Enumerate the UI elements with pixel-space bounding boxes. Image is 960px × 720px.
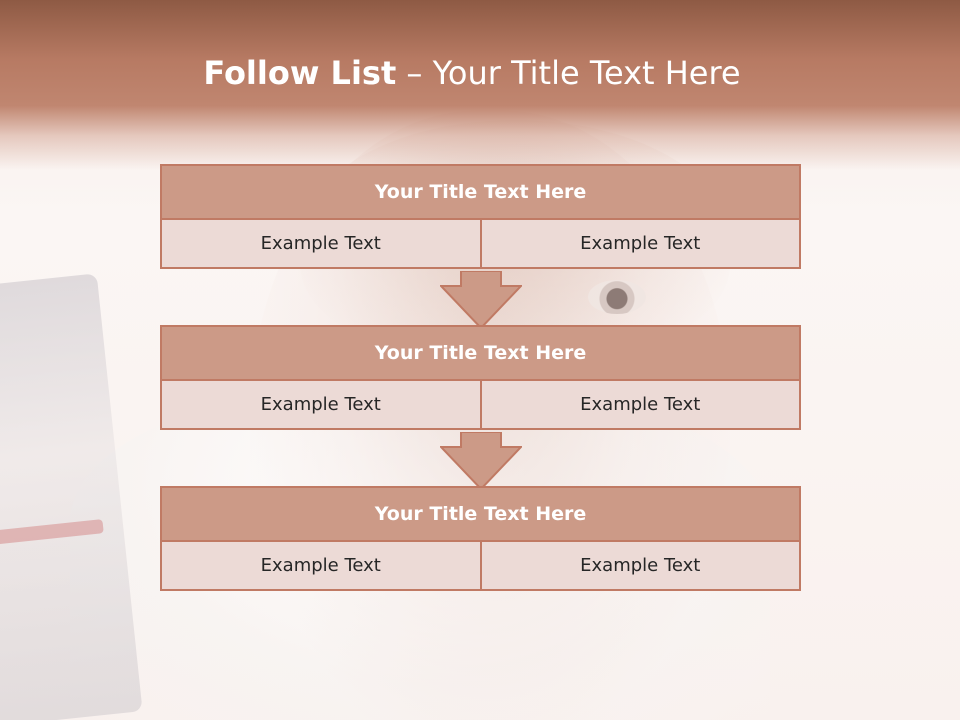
block-title: Your Title Text Here <box>160 486 801 542</box>
list-block-3: Your Title Text Here Example Text Exampl… <box>160 486 801 591</box>
block-cell-right: Example Text <box>481 381 801 430</box>
header-band <box>0 0 960 170</box>
slide-title-rest: Your Title Text Here <box>432 54 741 92</box>
block-cell-left: Example Text <box>160 381 482 430</box>
block-cell-right: Example Text <box>481 220 801 269</box>
list-block-1: Your Title Text Here Example Text Exampl… <box>160 164 801 269</box>
block-title: Your Title Text Here <box>160 164 801 220</box>
block-title: Your Title Text Here <box>160 325 801 381</box>
list-block-2: Your Title Text Here Example Text Exampl… <box>160 325 801 430</box>
block-row: Example Text Example Text <box>160 542 801 591</box>
block-cell-left: Example Text <box>160 220 482 269</box>
block-row: Example Text Example Text <box>160 381 801 430</box>
block-row: Example Text Example Text <box>160 220 801 269</box>
slide-title: Follow List – Your Title Text Here <box>0 54 944 92</box>
background-eye <box>588 280 646 314</box>
block-cell-left: Example Text <box>160 542 482 591</box>
down-arrow-icon <box>440 271 522 329</box>
slide-title-separator: – <box>396 54 433 92</box>
down-arrow-icon <box>440 432 522 490</box>
block-cell-right: Example Text <box>481 542 801 591</box>
slide-title-bold: Follow List <box>203 54 397 92</box>
